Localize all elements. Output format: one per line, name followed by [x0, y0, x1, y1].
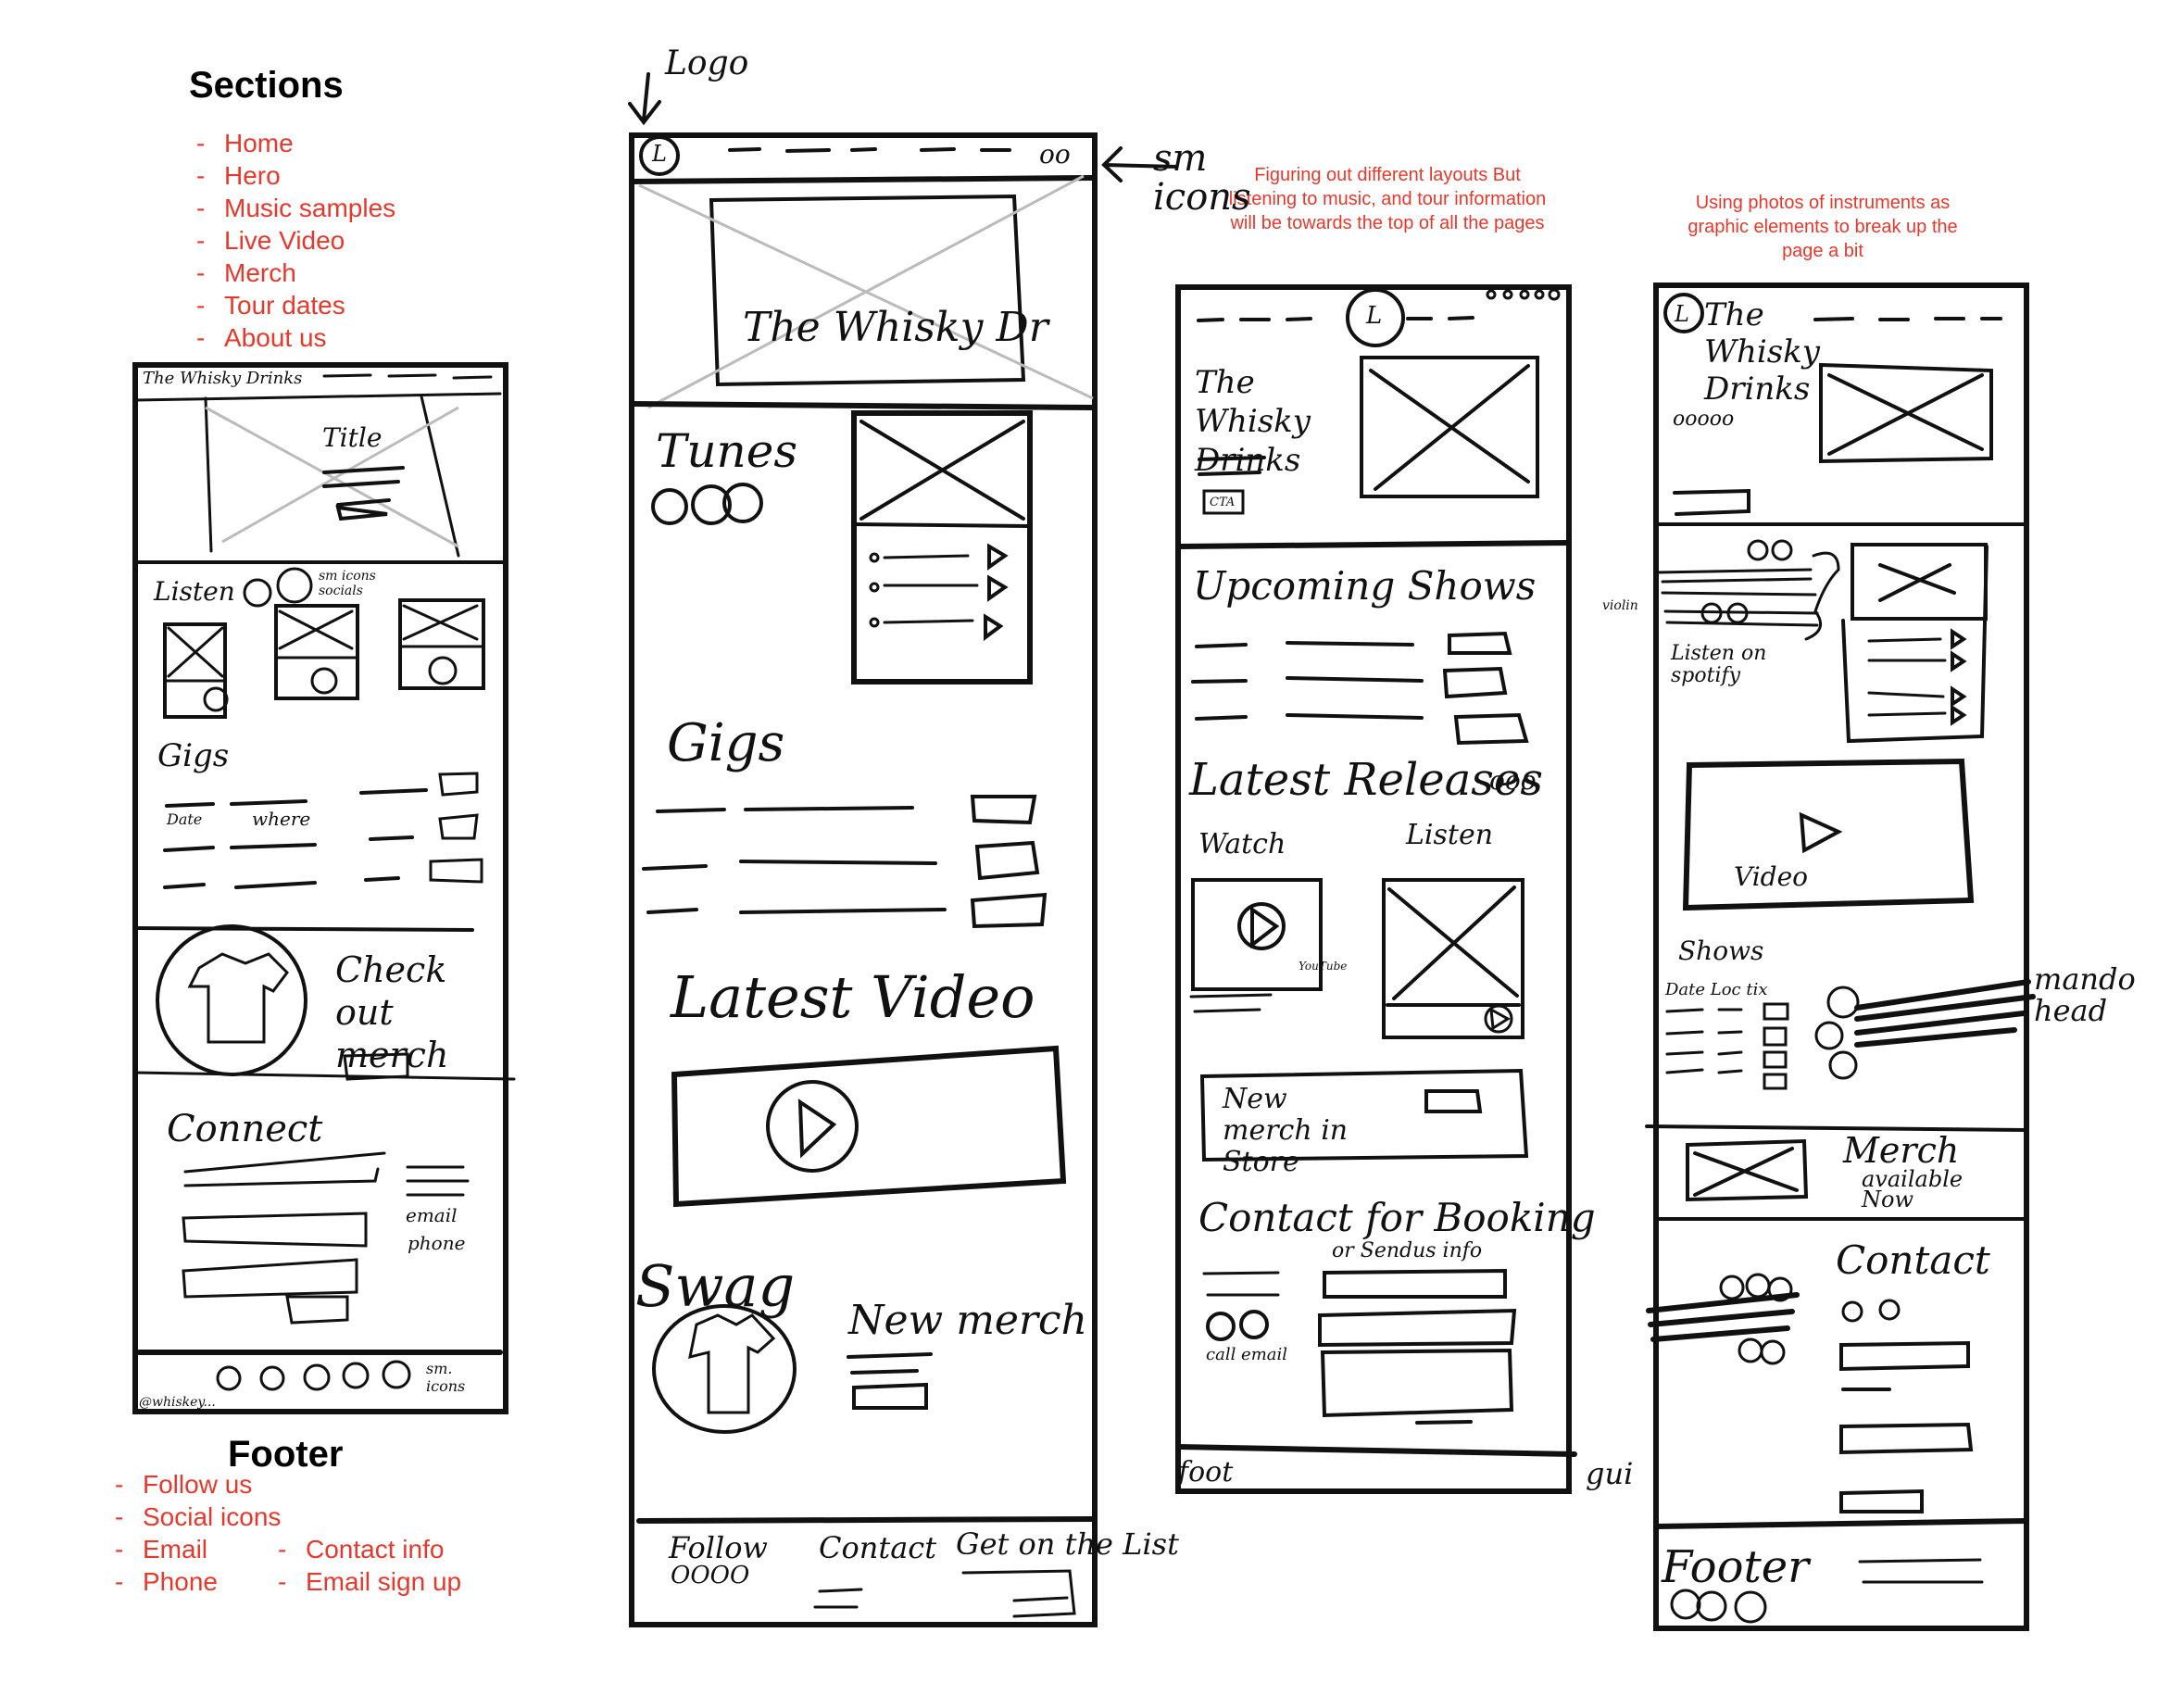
section-item-live-video: Live Video [196, 224, 395, 257]
section-item-merch: Merch [196, 257, 395, 289]
sketch4-footer: Footer [1662, 1541, 1810, 1593]
footer-list-1: Follow us Social icons Email Phone [115, 1468, 281, 1598]
sketch2-get-on-list: Get on the List [956, 1526, 1179, 1562]
sketch4-date-loc-tix: Date Loc tix [1665, 980, 1768, 999]
sketch2-swag: Swag [635, 1252, 796, 1320]
sketch2-new-merch: New merch [848, 1297, 1087, 1344]
sketch4-logo-letter: L [1675, 301, 1689, 327]
sketch4-merch: Merch [1843, 1130, 1960, 1171]
sketch3-or-send-info: or Sendus info [1332, 1239, 1483, 1262]
sketch1-gigs: Gigs [157, 737, 230, 774]
sketch1-handle: @whiskey... [139, 1395, 216, 1410]
sketch1-date: Date [167, 810, 203, 828]
footer-item-contact-info: Contact info [278, 1533, 461, 1565]
sketch4-brand: The Whisky Drinks [1704, 296, 1820, 408]
sketch1-sm-icons-socials: sm icons socials [319, 569, 376, 598]
sketch3-watch: Watch [1198, 828, 1286, 860]
sketch2-follow: Follow [669, 1530, 768, 1565]
sketch2-tunes: Tunes [656, 424, 798, 478]
sections-list: Home Hero Music samples Live Video Merch… [196, 127, 395, 354]
section-item-about-us: About us [196, 321, 395, 354]
sketch4-listen-spotify: Listen on spotify [1671, 642, 1767, 687]
footer-item-email: Email [115, 1533, 281, 1565]
sketch3-new-merch: New merch in Store [1223, 1083, 1349, 1178]
sketch2-hero-text: The Whisky Dr [743, 304, 1048, 351]
footer-list-2: Contact info Email sign up [278, 1533, 461, 1598]
sketch2-annotation-logo: Logo [665, 44, 749, 82]
section-item-tour-dates: Tour dates [196, 289, 395, 321]
section-item-home: Home [196, 127, 395, 159]
sketch4-available-now: available Now [1862, 1166, 1964, 1212]
footer-item-phone: Phone [115, 1565, 281, 1598]
sketch4-violin: violin [1602, 598, 1638, 613]
sketch3-youtube: YouTube [1299, 960, 1348, 973]
sketch1-connect: Connect [167, 1108, 323, 1150]
sketch1-where: where [252, 808, 311, 830]
sketch1-merch-cta: Check out merch [335, 949, 449, 1075]
sections-heading: Sections [189, 65, 344, 106]
sketch3-call-email: call email [1206, 1345, 1288, 1364]
sketch1-sm-icons: sm. icons [426, 1360, 466, 1395]
sketch3-contact-booking: Contact for Booking [1198, 1195, 1596, 1240]
sketch3-gui: gui [1586, 1456, 1634, 1491]
sketch4-icons: ooooo [1673, 408, 1735, 431]
sketch2-latest-video: Latest Video [671, 963, 1035, 1031]
sketch3-releases-icons: ooo [1489, 765, 1537, 796]
sketch1-email: email [406, 1204, 458, 1226]
note-layouts: Figuring out different layouts But liste… [1228, 165, 1547, 233]
sketch1-brand: The Whisky Drinks [143, 369, 303, 388]
sketch4-mando-head: mando head [2034, 961, 2136, 1028]
section-item-hero: Hero [196, 159, 395, 192]
sketch3-logo-letter: L [1366, 302, 1383, 330]
sketch3-upcoming-shows: Upcoming Shows [1193, 563, 1537, 609]
sketch3-brand: The Whisky Drinks [1195, 364, 1311, 479]
footer-item-social-icons: Social icons [115, 1501, 281, 1533]
sketch2-follow-icons: OOOO [671, 1562, 750, 1589]
sketch3-latest-releases: Latest Releases [1189, 754, 1543, 806]
sketch2-logo-letter: L [652, 141, 667, 167]
note-instruments: Using photos of instruments as graphic e… [1688, 193, 1958, 261]
footer-item-email-signup: Email sign up [278, 1565, 461, 1598]
sketch2-contact: Contact [819, 1530, 937, 1565]
sketch2-gigs: Gigs [667, 713, 785, 773]
sketch2-icons: oo [1039, 139, 1071, 170]
sketch4-video: Video [1734, 861, 1809, 892]
sketch4-contact: Contact [1836, 1237, 1990, 1283]
sketch1-title: Title [322, 422, 383, 453]
sketch3-listen: Listen [1406, 819, 1494, 851]
sketch1-listen: Listen [154, 576, 235, 607]
sketch1-phone: phone [408, 1232, 466, 1254]
section-item-music-samples: Music samples [196, 192, 395, 224]
footer-item-follow-us: Follow us [115, 1468, 281, 1501]
sketch3-foot: foot [1178, 1456, 1234, 1488]
sketch4-shows: Shows [1678, 936, 1764, 966]
sketch3-cta: CTA [1210, 496, 1236, 509]
